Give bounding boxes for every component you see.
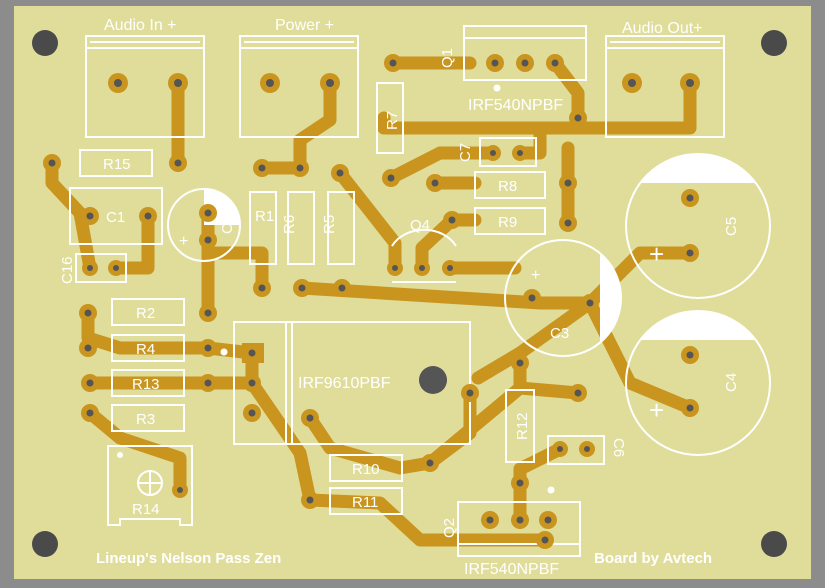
- capacitor-c3: [504, 239, 622, 357]
- mounting-hole-bottom-left: [32, 531, 58, 557]
- label-r15: R15: [103, 156, 131, 173]
- transistor-q4: [387, 228, 458, 283]
- resistor-r10: [329, 454, 403, 482]
- capacitor-c7: [479, 137, 537, 167]
- resistor-r6: [287, 159, 315, 297]
- capacitor-c6: [547, 435, 605, 465]
- label-c5: C5: [723, 217, 740, 236]
- label-q1-part: IRF540NPBF: [468, 97, 563, 114]
- label-c7: C7: [457, 143, 474, 162]
- label-r1: R1: [255, 208, 274, 225]
- label-c1: C1: [106, 209, 125, 226]
- capacitor-c16: [75, 253, 127, 283]
- resistor-r9: [474, 207, 546, 235]
- label-power: Power +: [275, 17, 334, 34]
- resistor-r7: [376, 82, 404, 154]
- label-r9: R9: [498, 214, 517, 231]
- capacitor-c2: [167, 188, 241, 262]
- transistor-q1: [463, 25, 587, 92]
- resistor-r2: [79, 298, 217, 326]
- resistor-r8: [474, 171, 546, 199]
- transistor-q2: [457, 486, 581, 557]
- resistor-r13: [81, 369, 217, 397]
- label-c4: C4: [723, 373, 740, 392]
- label-r4: R4: [136, 341, 155, 358]
- label-audio-in: Audio In +: [104, 17, 177, 34]
- capacitor-c4: [625, 310, 771, 456]
- capacitor-c1: [69, 187, 163, 245]
- footer-left: Lineup's Nelson Pass Zen: [96, 550, 281, 567]
- mounting-hole-top-left: [32, 30, 58, 56]
- label-c6: C6: [610, 438, 627, 457]
- connector-audio-out: [605, 35, 725, 138]
- silkscreen-labels: Audio In + Power + Audio Out+ Q1 IRF540N…: [59, 17, 740, 578]
- label-r6: R6: [281, 215, 298, 234]
- label-r12: R12: [514, 412, 531, 440]
- label-c2: C2: [219, 215, 236, 234]
- label-c2-plus: +: [179, 233, 188, 250]
- capacitor-c5: [625, 153, 771, 299]
- label-r7: R7: [384, 111, 401, 130]
- label-r2: R2: [136, 305, 155, 322]
- label-c5-plus: +: [649, 239, 664, 269]
- label-q2-part: IRF540NPBF: [464, 561, 559, 578]
- label-r13: R13: [132, 376, 160, 393]
- label-r8: R8: [498, 178, 517, 195]
- label-irf9610: IRF9610PBF: [298, 375, 391, 392]
- resistor-r12: [505, 354, 535, 492]
- connector-audio-in: [85, 35, 205, 138]
- resistor-r11: [301, 487, 403, 515]
- mounting-hole-bottom-right: [761, 531, 787, 557]
- resistor-r1: [249, 159, 277, 297]
- trimmer-r14: [107, 445, 193, 526]
- label-q4: Q4: [410, 217, 430, 234]
- resistor-r4: [79, 334, 217, 362]
- connector-power: [239, 35, 359, 138]
- footer-right: Board by Avtech: [594, 550, 712, 567]
- label-c16: C16: [59, 256, 76, 284]
- label-c4-plus: +: [649, 395, 664, 425]
- label-r3: R3: [136, 411, 155, 428]
- transistor-irf9610: [220, 321, 471, 445]
- label-q1: Q1: [439, 48, 456, 68]
- label-audio-out: Audio Out+: [622, 20, 703, 37]
- label-r14: R14: [132, 501, 160, 518]
- label-r11: R11: [352, 494, 378, 511]
- label-c3-plus: +: [531, 267, 540, 284]
- label-q2: Q2: [441, 518, 458, 538]
- misc-pads: [43, 109, 587, 549]
- label-c3: C3: [550, 325, 569, 342]
- mounting-hole-top-right: [761, 30, 787, 56]
- q1-left-pad: [384, 54, 402, 72]
- resistor-r3: [81, 404, 185, 432]
- label-r10: R10: [352, 461, 380, 478]
- label-r5: R5: [321, 215, 338, 234]
- resistor-r5: [327, 164, 355, 297]
- resistor-r15: [79, 149, 153, 177]
